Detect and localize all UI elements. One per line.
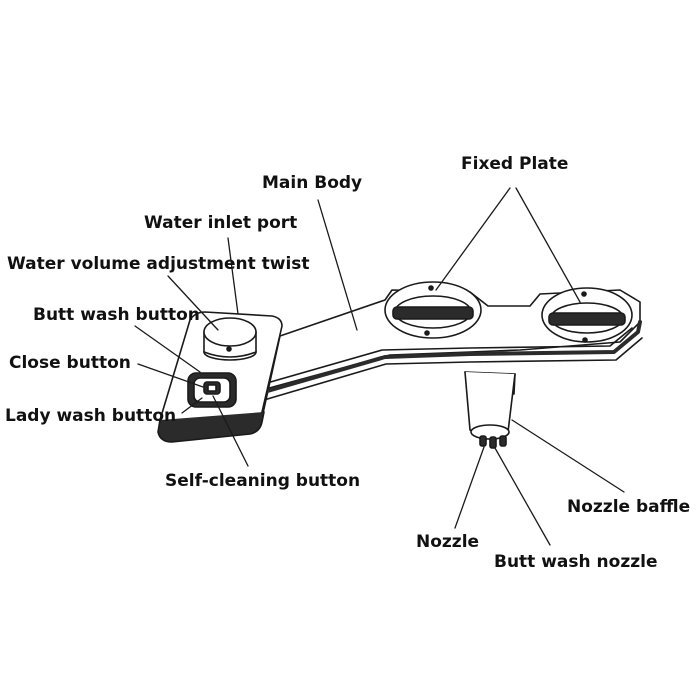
fixed-plate-left-hole-bottom xyxy=(424,330,430,336)
fixed-plate-left-hole-top xyxy=(428,285,434,291)
nozzle-tip-1 xyxy=(479,435,487,447)
label-close-button: Close button xyxy=(9,353,131,373)
leader-lady-wash-button xyxy=(181,397,203,414)
twist-knob-dot xyxy=(226,346,232,352)
label-water-volume-adjustment-twist: Water volume adjustment twist xyxy=(7,254,310,274)
fixed-plate-right-hole-top xyxy=(581,291,587,297)
control-panel-side xyxy=(157,411,265,443)
label-lady-wash-button: Lady wash button xyxy=(5,406,177,426)
label-main-body: Main Body xyxy=(262,173,363,193)
label-self-cleaning-button: Self-cleaning button xyxy=(165,471,361,491)
label-fixed-plate: Fixed Plate xyxy=(461,154,569,174)
nozzle-tip-3 xyxy=(499,435,507,447)
label-butt-wash-button: Butt wash button xyxy=(33,305,200,325)
leader-fixed-plate-right xyxy=(515,187,581,303)
leader-self-cleaning-button xyxy=(212,395,249,467)
leader-nozzle xyxy=(454,446,485,529)
label-nozzle-baffle: Nozzle baffle xyxy=(567,497,691,517)
leader-close-button xyxy=(137,363,204,388)
fixed-plate-left-slot xyxy=(392,306,474,320)
fixed-plate-right-slot xyxy=(548,312,626,326)
main-body-lower-line xyxy=(263,337,643,401)
leader-fixed-plate-left xyxy=(435,187,511,291)
nozzle-tip-2 xyxy=(489,436,497,449)
label-butt-wash-nozzle: Butt wash nozzle xyxy=(494,552,658,572)
leader-twist xyxy=(167,275,219,331)
leader-main-body xyxy=(317,199,358,331)
main-body-dark-rim xyxy=(262,320,642,394)
leader-nozzle-baffle xyxy=(511,419,625,493)
main-body-bottom-edge xyxy=(259,327,633,386)
close-button-center xyxy=(207,384,217,392)
leader-butt-wash-nozzle xyxy=(494,447,551,546)
leader-butt-wash-button xyxy=(134,325,201,373)
leader-water-inlet-port xyxy=(227,237,239,315)
label-nozzle: Nozzle xyxy=(416,532,480,552)
fixed-plate-right-hole-bottom xyxy=(582,337,588,343)
twist-knob-top xyxy=(203,317,257,347)
label-water-inlet-port: Water inlet port xyxy=(144,213,298,233)
